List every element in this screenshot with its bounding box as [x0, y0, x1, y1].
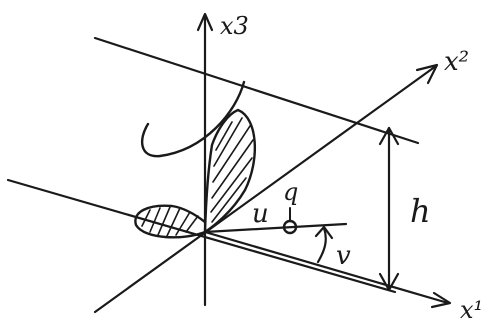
x2-axis-label: x² [444, 47, 469, 77]
upper-lobe-hatching [210, 117, 254, 223]
height-h-top-arrowhead [378, 126, 400, 146]
u-label: u [252, 199, 269, 229]
angle-v-arc [316, 226, 327, 264]
height-h-bottom-arrowhead [378, 272, 400, 292]
u-vector-line [203, 222, 348, 234]
v-label: v [336, 241, 351, 271]
x1-axis-arrowhead [430, 291, 452, 309]
x1-axis [203, 230, 450, 305]
x1-axis-label: x¹ [460, 296, 483, 323]
helix-top-arc [140, 80, 246, 158]
x2-axis-arrowhead [415, 63, 439, 85]
x3-axis-arrowhead [196, 12, 214, 32]
q-label: q [283, 178, 298, 206]
lower-lobe-hatching [141, 206, 199, 237]
x3-axis-label: x3 [220, 12, 249, 40]
angle-v-arrowhead [314, 225, 334, 240]
upper-boundary-line [93, 36, 420, 145]
h-label: h [410, 192, 431, 230]
x2-axis [93, 64, 438, 314]
